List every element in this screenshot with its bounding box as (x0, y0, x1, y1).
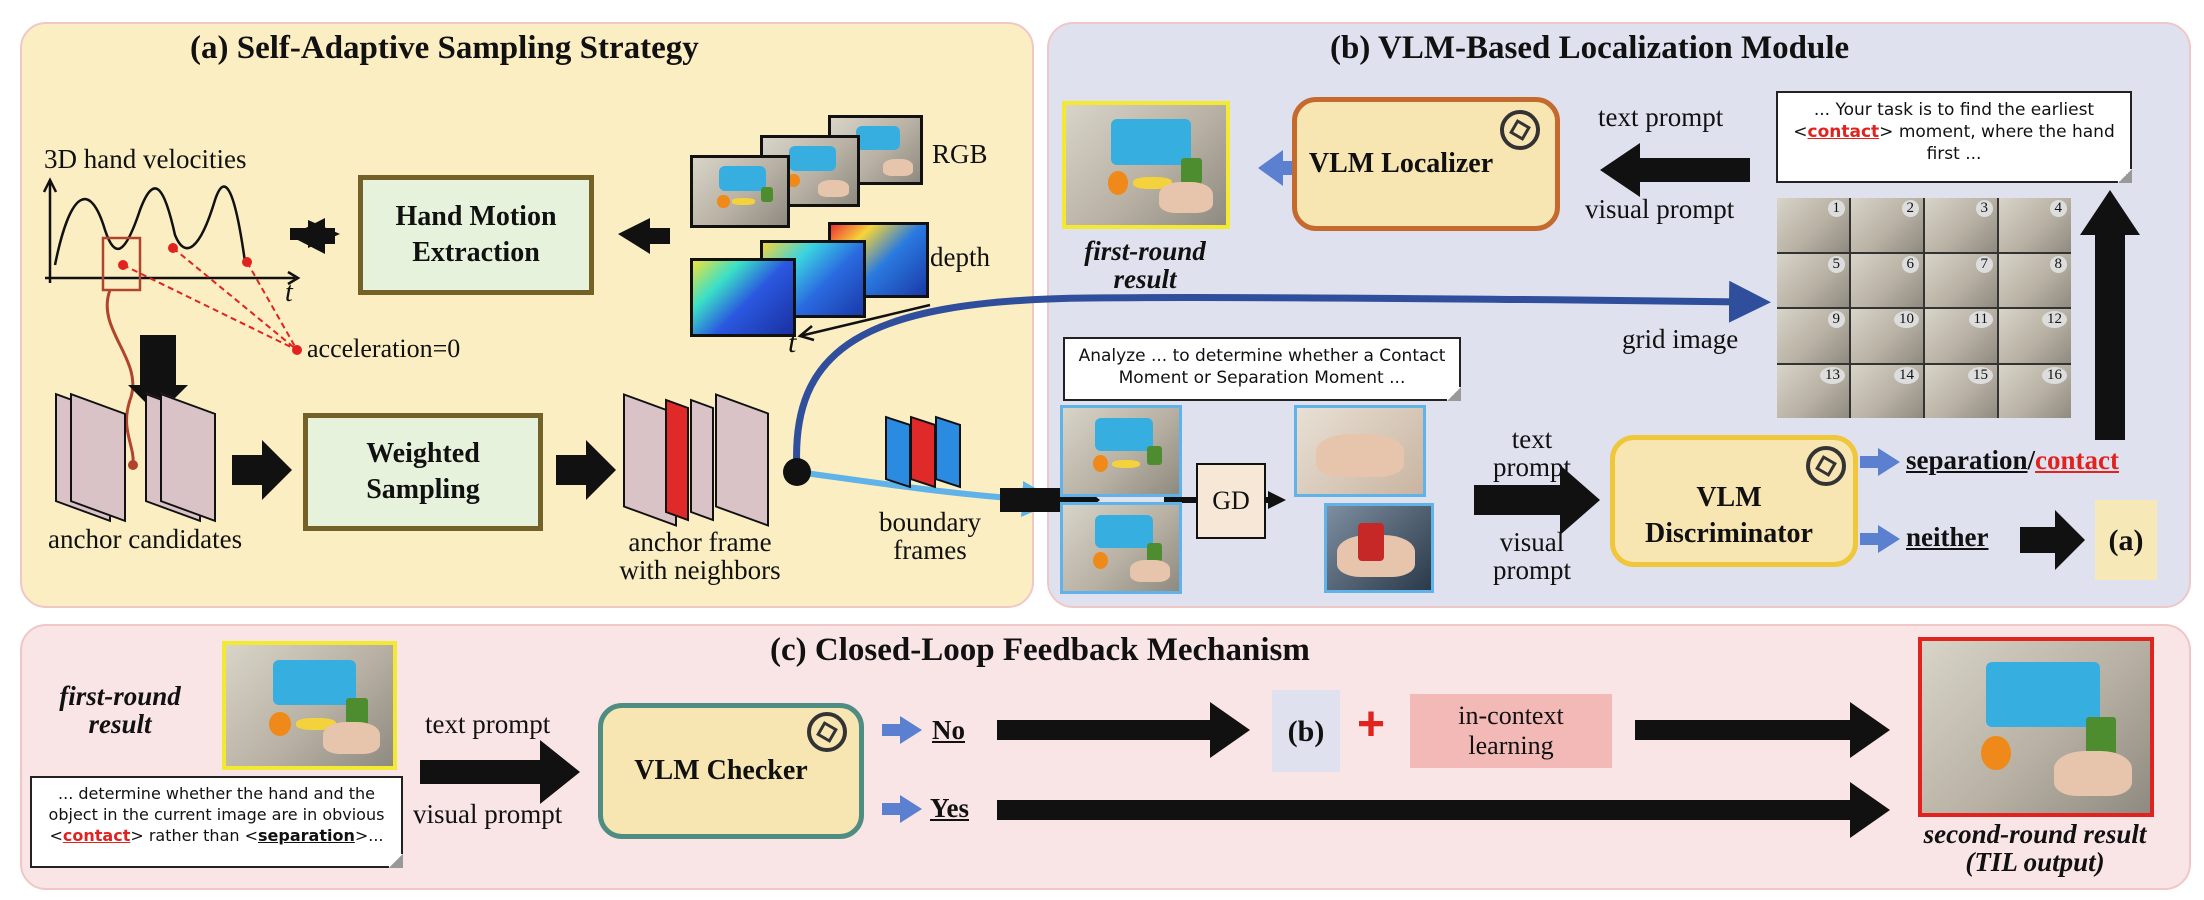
t-axis-label: t (285, 277, 293, 308)
hand-motion-box: Hand Motion Extraction (358, 175, 594, 295)
grid-image: 1 2 3 4 5 6 7 8 9 10 11 12 13 14 15 16 (1777, 198, 2071, 418)
separation-contact-label: separation/contact (1906, 445, 2119, 475)
openai-logo-checker (807, 712, 847, 752)
visual-prompt-label-b: visual prompt (1585, 194, 1735, 224)
second-round-label: second-round result (TIL output) (1923, 819, 2147, 878)
first-round-label-b: first-round result (1084, 236, 1206, 295)
grid-image-label: grid image (1622, 324, 1739, 354)
text-prompt-label-b: text prompt (1598, 102, 1724, 132)
neither-label: neither (1906, 522, 1989, 552)
vlm-checker-label: VLM Checker (634, 754, 808, 786)
goto-a-box: (a) (2095, 500, 2157, 580)
acceleration-label: acceleration=0 (307, 334, 461, 363)
plus-sign: + (1357, 698, 1386, 751)
depth-label: depth (930, 242, 990, 272)
t-time-label: t (788, 326, 797, 359)
checker-prompt-note: ... determine whether the hand and the o… (30, 776, 403, 868)
text-prompt-label-b2: text prompt (1493, 424, 1571, 483)
vlm-localizer-label: VLM Localizer (1308, 147, 1494, 179)
gd-box: GD (1196, 463, 1266, 539)
second-round-image (1918, 637, 2154, 817)
in-context-learning-box: in-context learning (1410, 694, 1612, 768)
first-round-image-c (222, 641, 397, 770)
panel-a-title: (a) Self-Adaptive Sampling Strategy (190, 30, 699, 66)
vlm-checker-box: VLM Checker (598, 703, 864, 839)
first-round-image-b (1062, 101, 1230, 229)
rgb-label: RGB (932, 139, 988, 169)
goto-b-box: (b) (1272, 690, 1340, 772)
openai-logo-discriminator (1806, 446, 1846, 486)
analyze-note: Analyze ... to determine whether a Conta… (1063, 337, 1461, 401)
openai-logo-localizer (1500, 110, 1540, 150)
visual-prompt-label-c: visual prompt (413, 799, 563, 829)
zoom-box (101, 236, 142, 292)
boundary-frames-label: boundary frames (879, 507, 981, 566)
text-prompt-label-c: text prompt (425, 709, 551, 739)
velocity-plot (42, 177, 301, 286)
prompt-note-localizer: ... Your task is to find the earliest <c… (1776, 91, 2132, 183)
panel-c-title: (c) Closed-Loop Feedback Mechanism (770, 632, 1310, 668)
anchor-candidates-label: anchor candidates (48, 524, 243, 554)
panel-b-title: (b) VLM-Based Localization Module (1330, 30, 1850, 66)
visual-prompt-label-b2: visual prompt (1493, 527, 1571, 586)
no-label: No (932, 715, 965, 745)
velocity-label: 3D hand velocities (44, 144, 247, 174)
yes-label: Yes (930, 793, 969, 823)
anchor-frame-label: anchor frame with neighbors (619, 527, 781, 586)
weighted-sampling-box: Weighted Sampling (303, 413, 543, 531)
first-round-label-c: first-round result (59, 681, 181, 740)
vlm-discriminator-label: VLM Discriminator (1645, 481, 1813, 549)
